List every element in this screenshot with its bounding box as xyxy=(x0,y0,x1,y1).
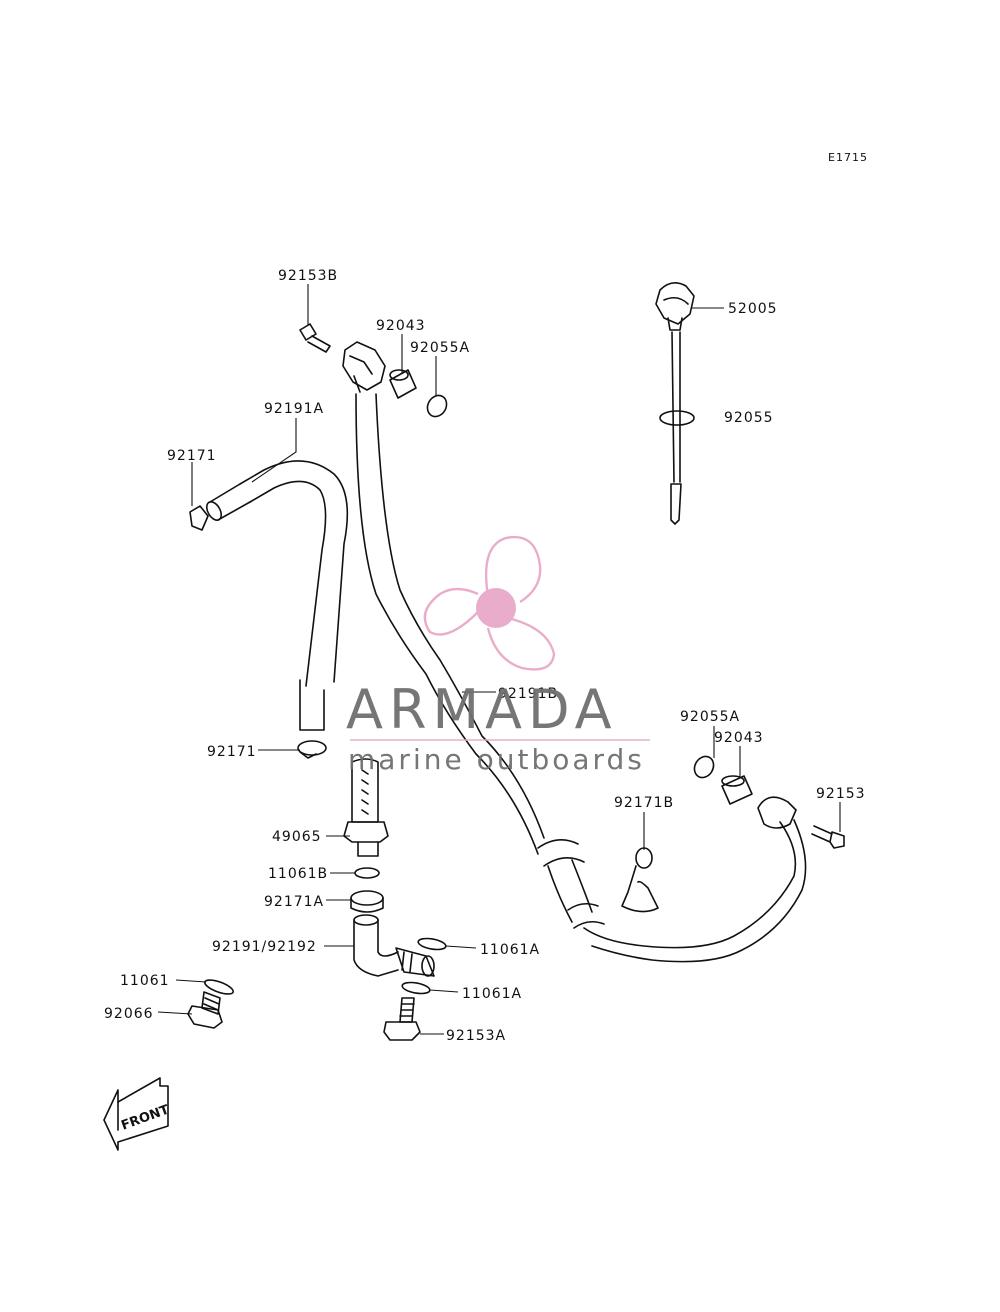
o-ring-92055a-upper-drawing xyxy=(426,394,448,418)
dipstick-drawing xyxy=(655,282,695,525)
hose-92191a-drawing xyxy=(205,460,349,731)
collar-92043-right-drawing xyxy=(721,775,753,805)
drain-bolt-92066-drawing xyxy=(187,991,223,1029)
hose-92191b-drawing xyxy=(355,393,807,963)
brand-tagline: marine outboards xyxy=(348,743,645,776)
part-label: 92171 xyxy=(207,744,257,760)
part-label: 92066 xyxy=(104,1006,154,1022)
part-label: 92153B xyxy=(278,268,338,284)
part-label: 92055A xyxy=(410,340,470,356)
part-label: 92171 xyxy=(167,448,217,464)
brand-name: ARMADA xyxy=(346,678,618,741)
clamp-92171b-drawing xyxy=(621,847,659,913)
part-label: 92191B xyxy=(498,686,558,702)
part-label: 11061 xyxy=(120,973,170,989)
front-label: FRONT xyxy=(119,1102,171,1133)
bolt-92153b-drawing xyxy=(299,323,331,353)
clip-92171-upper-drawing xyxy=(189,505,209,531)
part-label: 49065 xyxy=(272,829,322,845)
part-label: 92191A xyxy=(264,401,324,417)
propeller-logo-icon xyxy=(423,535,556,671)
bolt-92153-drawing xyxy=(811,825,845,849)
part-label: 92171B xyxy=(614,795,674,811)
o-ring-92055a-right-drawing xyxy=(693,755,715,779)
washer-11061a-lower-drawing xyxy=(401,981,431,995)
part-labels: 92153B 92043 92055A 52005 92055 92191A 9… xyxy=(104,268,866,1044)
upper-fitting-drawing xyxy=(342,341,386,393)
elbow-hose-92191-92192-drawing xyxy=(353,914,435,977)
clamp-92171a-drawing xyxy=(350,890,384,913)
bolt-92153a-drawing xyxy=(383,997,421,1041)
leader-lines xyxy=(157,284,841,1035)
part-label: 92191/92192 xyxy=(212,939,317,955)
part-label: 52005 xyxy=(728,301,778,317)
washer-11061a-upper-drawing xyxy=(417,937,447,951)
part-label: 11061B xyxy=(268,866,328,882)
part-label: 92055 xyxy=(724,410,774,426)
diagram-code: E1715 xyxy=(828,151,868,164)
armada-watermark: ARMADA marine outboards xyxy=(346,535,650,776)
part-label: 92043 xyxy=(714,730,764,746)
clip-92171-lower-drawing xyxy=(297,740,327,759)
collar-92043-upper-drawing xyxy=(389,369,417,399)
front-arrow-icon: FRONT xyxy=(103,1077,171,1151)
part-label: 92055A xyxy=(680,709,740,725)
part-label: 92171A xyxy=(264,894,324,910)
part-label: 11061A xyxy=(480,942,540,958)
part-label: 92153A xyxy=(446,1028,506,1044)
part-label: 92153 xyxy=(816,786,866,802)
part-label: 11061A xyxy=(462,986,522,1002)
part-label: 92043 xyxy=(376,318,426,334)
washer-11061b-drawing xyxy=(354,867,380,879)
